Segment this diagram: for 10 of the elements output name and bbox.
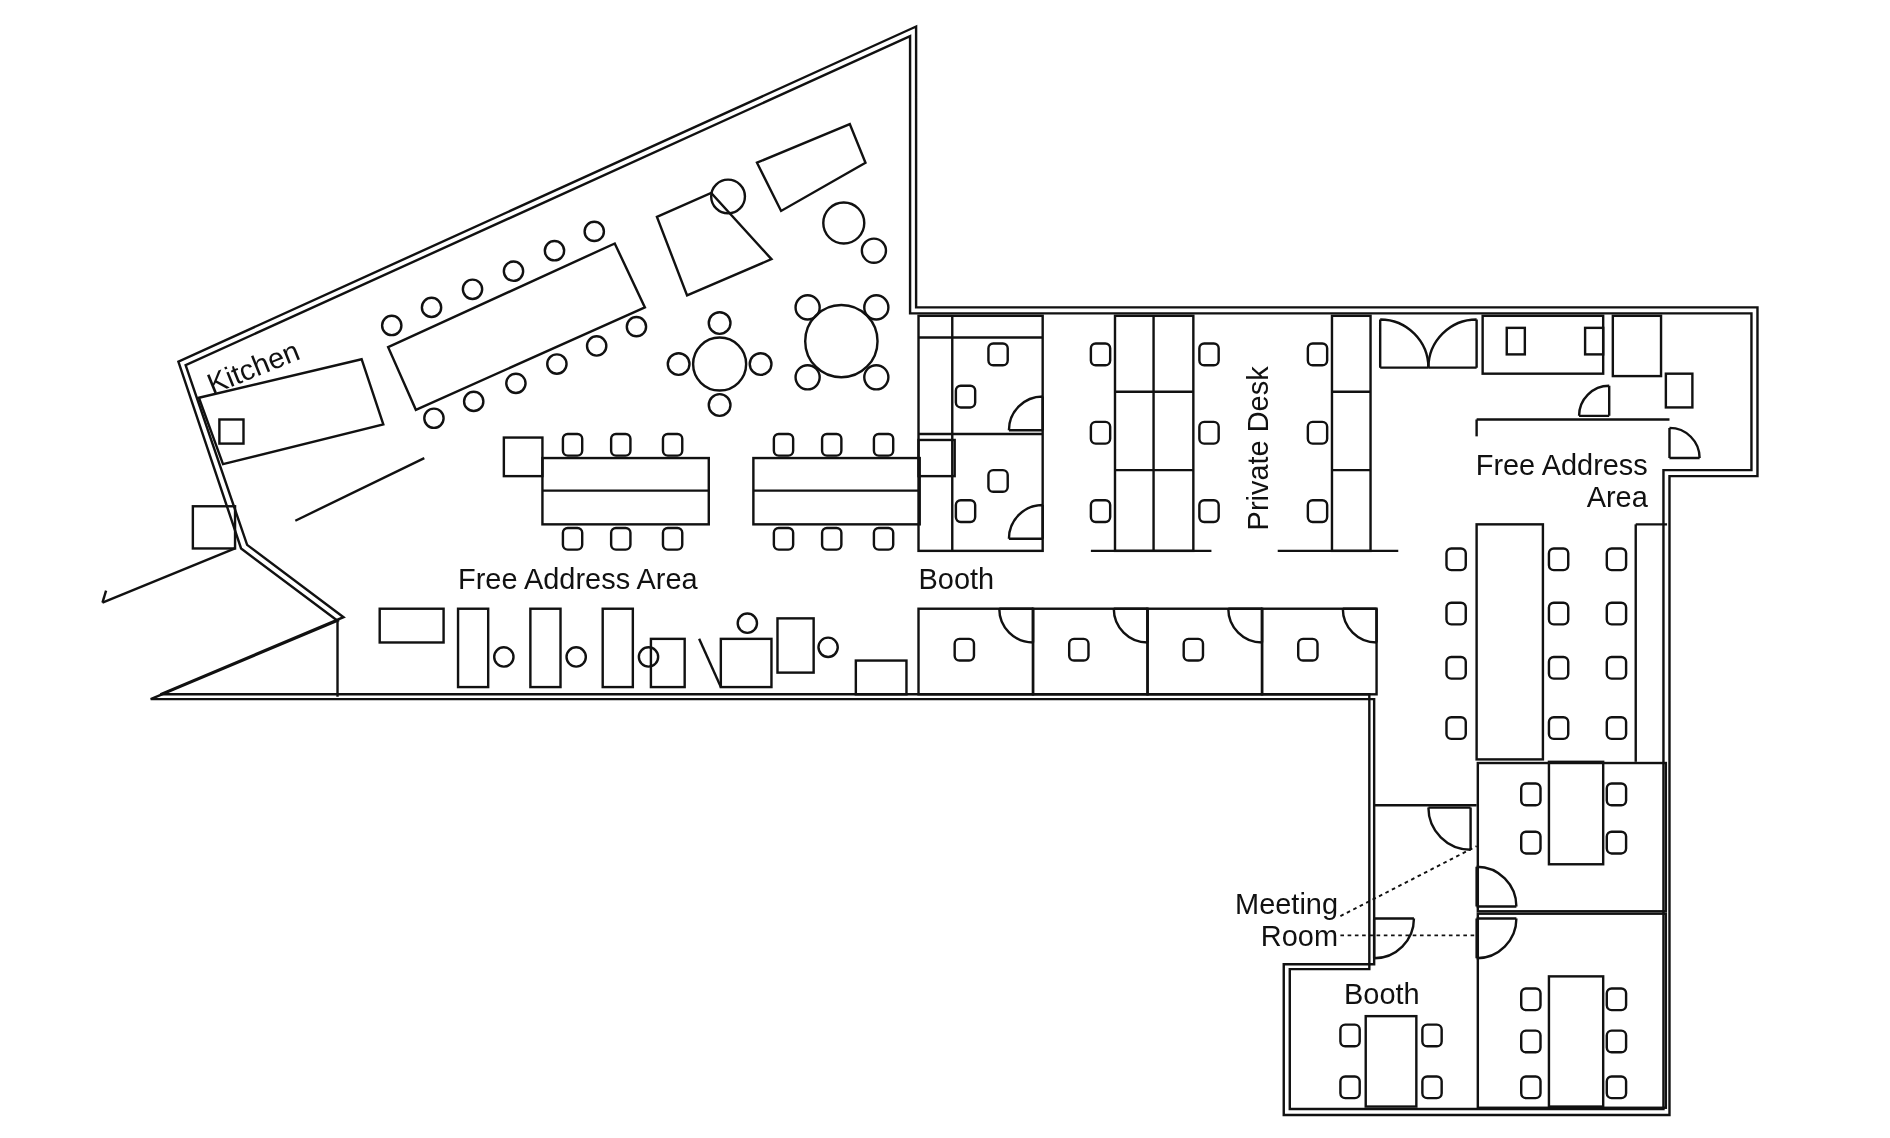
room-label: Booth bbox=[918, 562, 995, 596]
area-label: Free Address Area bbox=[1474, 448, 1648, 514]
room-label: Private Desk bbox=[1241, 366, 1275, 531]
room-label: Booth bbox=[1344, 977, 1420, 1011]
meeting-room bbox=[1476, 912, 1668, 1109]
meeting-room bbox=[1476, 761, 1668, 913]
room-label: Kitchen bbox=[202, 333, 305, 401]
leader-line bbox=[1339, 845, 1478, 918]
room-label: Meeting Room bbox=[1193, 887, 1338, 958]
area-label: Free Address Area bbox=[458, 562, 698, 596]
